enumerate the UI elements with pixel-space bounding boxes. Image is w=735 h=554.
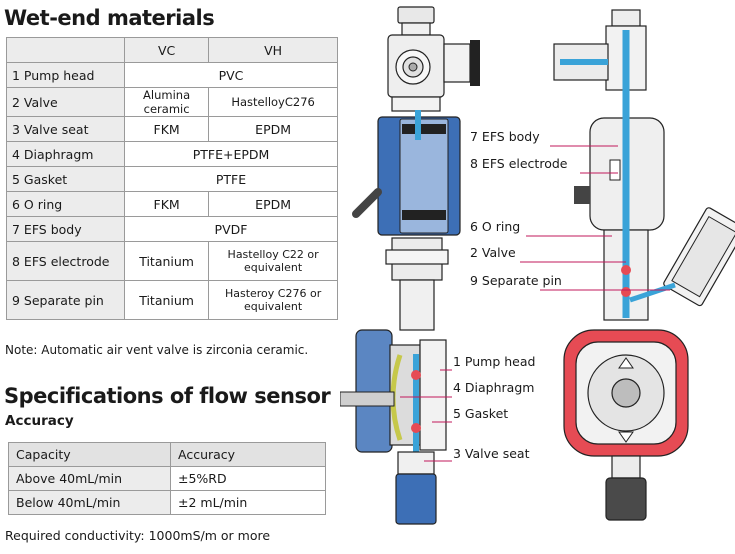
air-vent-note: Note: Automatic air vent valve is zircon…	[5, 343, 309, 357]
required-conductivity: Required conductivity: 1000mS/m or more	[5, 528, 271, 543]
pump-diagram: 7 EFS body 8 EFS electrode 6 O ring 2 Va…	[340, 6, 735, 525]
table-header-row: Capacity Accuracy	[8, 442, 326, 467]
row-vh-value: EPDM	[208, 191, 338, 217]
capacity-cell: Above 40mL/min	[8, 466, 171, 491]
table-header-row: VC VH	[6, 37, 338, 63]
table-row: 5 Gasket PTFE	[6, 166, 338, 192]
label-efs-body: 7 EFS body	[470, 129, 540, 144]
row-label: 6 O ring	[6, 191, 125, 217]
right-assembly	[553, 9, 735, 521]
row-label: 7 EFS body	[6, 216, 125, 242]
table-row: Below 40mL/min ±2 mL/min	[8, 490, 326, 515]
header-vc: VC	[123, 37, 210, 63]
label-valve: 2 Valve	[470, 245, 516, 260]
row-shared-value: PTFE	[124, 166, 338, 192]
wet-end-title: Wet-end materials	[4, 6, 215, 30]
table-row: 2 Valve Alumina ceramic HastelloyC276	[6, 87, 338, 117]
table-row: 6 O ring FKM EPDM	[6, 191, 338, 217]
table-row: 7 EFS body PVDF	[6, 216, 338, 242]
row-shared-value: PVDF	[124, 216, 338, 242]
table-row: 4 Diaphragm PTFE+EPDM	[6, 141, 338, 167]
label-gasket: 5 Gasket	[453, 406, 508, 421]
label-pump-head: 1 Pump head	[453, 354, 535, 369]
row-vh-value: EPDM	[208, 116, 338, 142]
row-label: 3 Valve seat	[6, 116, 125, 142]
spec-subtitle: Accuracy	[5, 413, 74, 429]
accuracy-cell: ±2 mL/min	[170, 490, 326, 515]
leader-lines	[400, 145, 670, 462]
wet-end-table: VC VH 1 Pump head PVC 2 Valve Alumina ce…	[6, 37, 338, 320]
table-row: Above 40mL/min ±5%RD	[8, 466, 326, 491]
table-row: 8 EFS electrode Titanium Hastelloy C22 o…	[6, 241, 338, 281]
row-label: 2 Valve	[6, 87, 125, 117]
header-capacity: Capacity	[8, 442, 171, 467]
row-shared-value: PVC	[124, 62, 338, 88]
table-row: 1 Pump head PVC	[6, 62, 338, 88]
row-shared-value: PTFE+EPDM	[124, 141, 338, 167]
table-row: 3 Valve seat FKM EPDM	[6, 116, 338, 142]
header-vh: VH	[208, 37, 338, 63]
spec-title: Specifications of flow sensor	[4, 384, 331, 408]
row-label: 1 Pump head	[6, 62, 125, 88]
label-separate-pin: 9 Separate pin	[470, 273, 562, 288]
row-vc-value: FKM	[123, 191, 210, 217]
row-label: 9 Separate pin	[6, 280, 125, 320]
label-diaphragm: 4 Diaphragm	[453, 380, 534, 395]
row-vh-value: Hasteroy C276 or equivalent	[208, 280, 338, 320]
row-vc-value: Titanium	[123, 241, 210, 281]
label-o-ring: 6 O ring	[470, 219, 520, 234]
row-vc-value: Titanium	[123, 280, 210, 320]
header-blank	[6, 37, 125, 63]
row-label: 8 EFS electrode	[6, 241, 125, 281]
capacity-cell: Below 40mL/min	[8, 490, 171, 515]
row-label: 5 Gasket	[6, 166, 125, 192]
label-valve-seat: 3 Valve seat	[453, 446, 530, 461]
accuracy-table: Capacity Accuracy Above 40mL/min ±5%RD B…	[8, 442, 326, 515]
table-row: 9 Separate pin Titanium Hasteroy C276 or…	[6, 280, 338, 320]
row-label: 4 Diaphragm	[6, 141, 125, 167]
row-vc-value: Alumina ceramic	[123, 87, 210, 117]
accuracy-cell: ±5%RD	[170, 466, 326, 491]
row-vc-value: FKM	[123, 116, 210, 142]
label-efs-electrode: 8 EFS electrode	[470, 156, 568, 171]
left-assembly	[340, 6, 480, 525]
row-vh-value: HastelloyC276	[208, 87, 338, 117]
header-accuracy: Accuracy	[170, 442, 326, 467]
row-vh-value: Hastelloy C22 or equivalent	[208, 241, 338, 281]
